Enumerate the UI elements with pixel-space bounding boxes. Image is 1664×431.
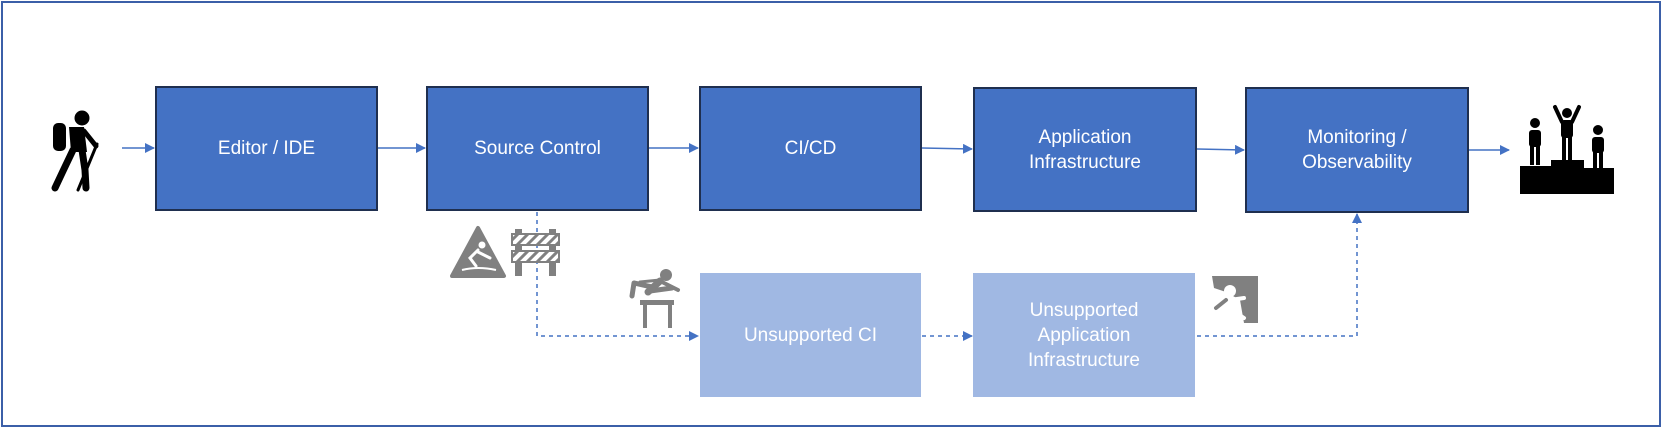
winners-podium-icon	[1520, 105, 1614, 194]
box-editor-ide: Editor / IDE	[155, 86, 378, 211]
dashed-infra-to-monitoring	[1197, 213, 1362, 337]
box-unsupported-application-infrastructure: Unsupported Application Infrastructure	[973, 273, 1195, 397]
rock-climber-icon	[1212, 276, 1258, 325]
hurdle-jumper-icon	[629, 269, 680, 328]
box-source-control: Source Control	[426, 86, 649, 211]
hiker-icon	[51, 110, 99, 192]
box-unsupported-ci: Unsupported CI	[700, 273, 921, 397]
arrow-appinfra-to-monitoring	[1196, 144, 1245, 155]
arrow-cicd-to-appinfra	[921, 143, 973, 154]
box-ci-cd: CI/CD	[699, 86, 922, 211]
slippery-hazard-icon	[450, 226, 506, 278]
box-application-infrastructure: Application Infrastructure	[973, 87, 1197, 212]
road-barrier-icon	[510, 229, 561, 276]
box-monitoring-observability: Monitoring / Observability	[1245, 87, 1469, 213]
